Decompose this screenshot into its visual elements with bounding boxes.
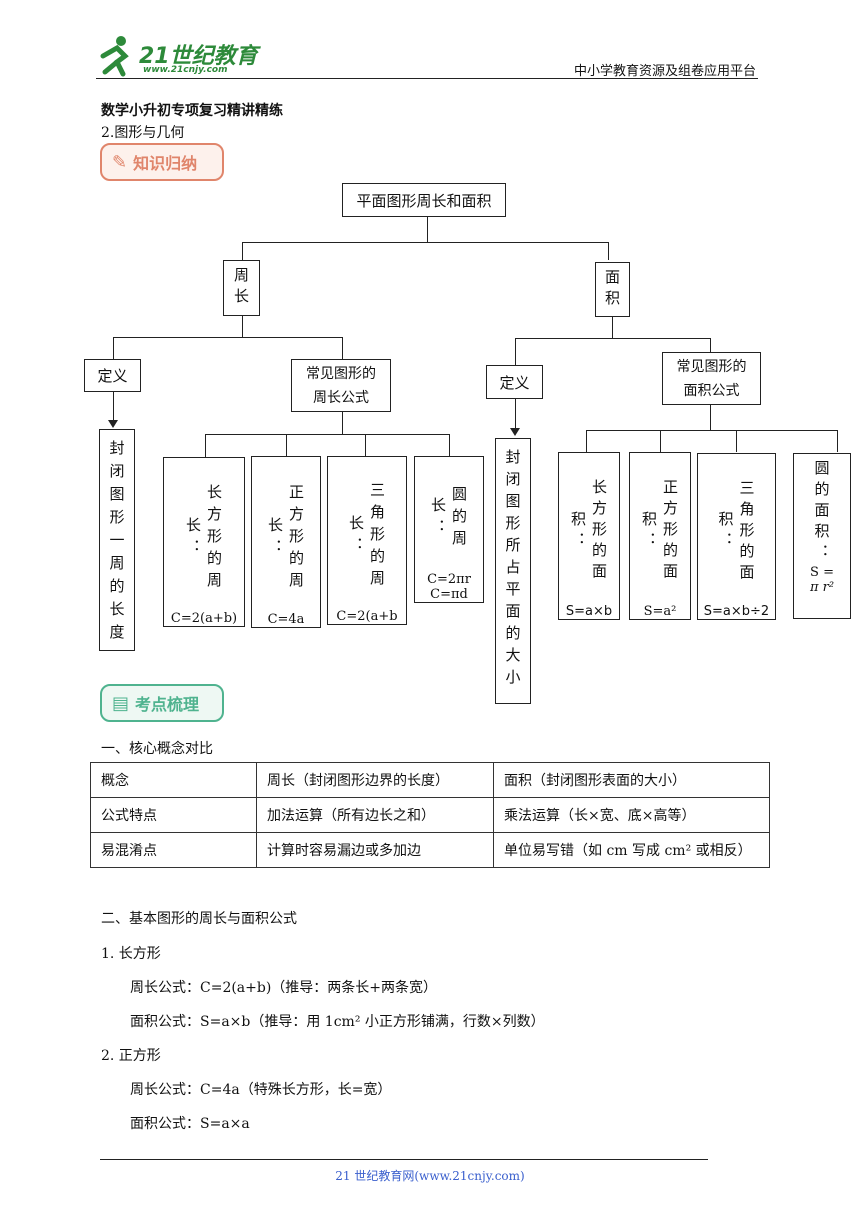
square-area-formula: S=a² <box>643 604 677 619</box>
section1-heading: 一、核心概念对比 <box>101 741 213 757</box>
rect-perimeter-label: 长方形的周长： <box>184 483 223 594</box>
area-formulas-node: 常见图形的面积公式 <box>662 352 761 405</box>
triangle-perimeter-formula: C=2(a+b <box>336 609 398 624</box>
circle-area-label: 圆的面积： <box>812 460 831 565</box>
review-tag-label: 考点梳理 <box>135 695 200 714</box>
doc-title: 数学小升初专项复习精讲精练 <box>101 103 283 119</box>
table-row: 概念 周长（封闭图形边界的长度） 面积（封闭图形表面的大小） <box>90 762 770 798</box>
item1-area: 面积公式：S=a×b（推导：用 1cm² 小正方形铺满，行数×列数） <box>130 1014 545 1030</box>
item2-area: 面积公式：S=a×a <box>130 1116 250 1132</box>
square-perimeter-node: 正方形的周长： C=4a <box>251 456 321 628</box>
table-cell: 概念 <box>90 762 257 798</box>
table-cell: 单位易写错（如 cm 写成 cm² 或相反） <box>493 832 770 868</box>
logo-text: 21世纪教育 <box>139 44 258 69</box>
circle-area-formula-2: π r² <box>809 580 835 595</box>
circle-area-node: 圆的面积： S = π r² <box>793 453 851 619</box>
table-row: 易混淆点 计算时容易漏边或多加边 单位易写错（如 cm 写成 cm² 或相反） <box>90 832 770 868</box>
doc-subtitle: 2.图形与几何 <box>101 125 185 141</box>
item2-heading: 2. 正方形 <box>101 1048 161 1064</box>
platform-name: 中小学教育资源及组卷应用平台 <box>573 64 756 79</box>
section2-heading: 二、基本图形的周长与面积公式 <box>101 911 297 927</box>
logo: 21世纪教育 www.21cnjy.com <box>95 34 265 80</box>
perimeter-formulas-label: 常见图形的周长公式 <box>306 365 376 406</box>
triangle-area-node: 三角形的面积： S=a×b÷2 <box>697 453 776 620</box>
calendar-icon: ▤ <box>112 692 130 714</box>
area-definition-text-label: 封闭图形所占平面的大小 <box>503 449 522 691</box>
area-formulas-label: 常见图形的面积公式 <box>676 358 747 399</box>
area-definition-node: 定义 <box>486 365 543 399</box>
table-cell: 加法运算（所有边长之和） <box>256 797 494 833</box>
tree-root: 平面图形周长和面积 <box>342 183 506 217</box>
square-perimeter-label: 正方形的周长： <box>266 483 305 594</box>
footer-link[interactable]: 21 世纪教育网(www.21cnjy.com) <box>335 1169 525 1183</box>
rect-area-label: 长方形的面积： <box>569 479 608 584</box>
triangle-perimeter-label: 三角形的周长： <box>347 482 386 592</box>
table-cell: 计算时容易漏边或多加边 <box>256 832 494 868</box>
rect-perimeter-formula: C=2(a+b) <box>170 611 238 626</box>
circle-perimeter-formula-2: C=πd <box>430 587 468 602</box>
perimeter-definition-node: 定义 <box>84 359 141 392</box>
item2-perimeter: 周长公式：C=4a（特殊长方形，长=宽） <box>130 1082 392 1098</box>
area-label: 面积 <box>603 268 621 311</box>
area-node: 面积 <box>595 262 630 317</box>
table-cell: 公式特点 <box>90 797 257 833</box>
perimeter-definition-label: 定义 <box>97 367 128 385</box>
tree-root-label: 平面图形周长和面积 <box>356 191 492 210</box>
pencil-icon: ✎ <box>112 151 128 173</box>
square-perimeter-formula: C=4a <box>267 612 305 627</box>
circle-perimeter-label: 圆的周长： <box>429 485 468 552</box>
arrow-icon <box>510 428 520 436</box>
arrow-icon <box>108 420 118 428</box>
perimeter-definition-text: 封闭图形一周的长度 <box>99 429 135 651</box>
rect-perimeter-node: 长方形的周长： C=2(a+b) <box>163 457 245 627</box>
square-area-node: 正方形的面积： S=a² <box>629 452 691 620</box>
triangle-perimeter-node: 三角形的周长： C=2(a+b <box>327 456 407 625</box>
triangle-area-label: 三角形的面积： <box>716 479 756 585</box>
item1-perimeter: 周长公式：C=2(a+b)（推导：两条长+两条宽） <box>130 980 438 996</box>
area-definition-label: 定义 <box>499 373 530 392</box>
area-definition-text: 封闭图形所占平面的大小 <box>495 438 531 704</box>
header-rule <box>96 78 758 79</box>
rect-area-formula: S=a×b <box>565 604 613 619</box>
knowledge-tag-label: 知识归纳 <box>133 154 198 173</box>
rect-area-node: 长方形的面积： S=a×b <box>558 452 620 620</box>
knowledge-tag: ✎ 知识归纳 <box>100 143 224 181</box>
logo-url: www.21cnjy.com <box>143 65 228 75</box>
table-cell: 周长（封闭图形边界的长度） <box>256 762 494 798</box>
review-tag: ▤ 考点梳理 <box>100 684 224 722</box>
perimeter-node: 周长 <box>223 260 260 316</box>
table-cell: 易混淆点 <box>90 832 257 868</box>
circle-area-formula-1: S = <box>810 565 834 580</box>
triangle-area-formula: S=a×b÷2 <box>703 604 770 619</box>
table-cell: 乘法运算（长×宽、底×高等） <box>493 797 770 833</box>
perimeter-definition-text-label: 封闭图形一周的长度 <box>107 440 126 647</box>
circle-perimeter-node: 圆的周长： C=2πr C=πd <box>414 456 484 603</box>
item1-heading: 1. 长方形 <box>101 946 161 962</box>
perimeter-formulas-node: 常见图形的周长公式 <box>291 359 391 412</box>
comparison-table: 概念 周长（封闭图形边界的长度） 面积（封闭图形表面的大小） 公式特点 加法运算… <box>90 762 770 868</box>
table-row: 公式特点 加法运算（所有边长之和） 乘法运算（长×宽、底×高等） <box>90 797 770 833</box>
runner-icon <box>100 36 129 77</box>
table-cell: 面积（封闭图形表面的大小） <box>493 762 770 798</box>
perimeter-label: 周长 <box>232 267 250 309</box>
circle-perimeter-formula-1: C=2πr <box>427 572 471 587</box>
square-area-label: 正方形的面积： <box>640 479 679 584</box>
footer-rule <box>100 1159 708 1160</box>
